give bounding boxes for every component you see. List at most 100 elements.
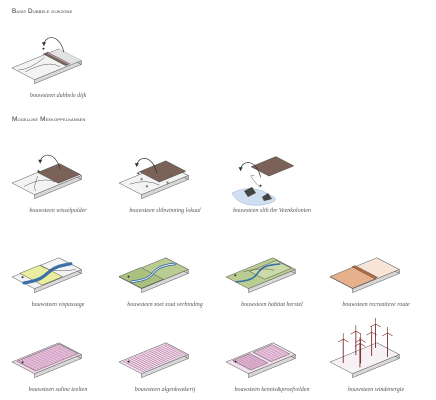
flow-arrow-head <box>134 163 139 168</box>
wind-turbine-blade <box>370 323 376 328</box>
wind-turbine-blade <box>375 323 381 328</box>
algae-line <box>139 354 161 366</box>
flow-arrow <box>136 158 158 174</box>
crop-row <box>18 360 38 372</box>
wind-turbine-blade <box>354 343 361 347</box>
algae-line <box>127 359 149 371</box>
crop-row <box>38 352 57 364</box>
tile-caption: bouwsteen wisselpolder <box>29 208 87 214</box>
north-marker: ✦ <box>233 273 237 279</box>
polder-field <box>37 163 81 184</box>
algae-line <box>153 348 175 360</box>
algae-line <box>144 352 165 364</box>
field-line <box>269 345 289 356</box>
tile-caption: bouwsteen saline teelten <box>28 387 88 393</box>
diagram-slibwinning: ✦ <box>118 158 189 200</box>
north-marker: ✦ <box>21 275 25 281</box>
tile-slib-veenkolonien: ✦ bouwsteen slib tbv Veenkolonien <box>222 143 322 219</box>
tile-caption: bouwsteen dubbele dijk <box>29 93 87 99</box>
diagram-habitat: ✦ <box>225 257 296 294</box>
wind-turbine-blade <box>387 332 393 337</box>
marker-cube <box>145 185 148 188</box>
algae-line <box>158 346 179 358</box>
north-marker: ✦ <box>36 169 40 175</box>
crop-row <box>29 356 49 367</box>
north-marker: ✦ <box>136 171 140 177</box>
wind-turbine-blade <box>359 343 366 347</box>
algae-line <box>148 350 170 362</box>
algae-line <box>137 355 158 367</box>
crop-row <box>54 345 74 357</box>
algae-line <box>132 357 154 369</box>
peat-island <box>262 193 272 201</box>
flow-arrow <box>240 162 261 178</box>
river-highlight <box>131 263 176 283</box>
crop-row <box>35 353 55 365</box>
tile-caption: bouwsteen algenkwekerij <box>134 387 196 393</box>
crop-row <box>46 349 66 360</box>
algae-line <box>165 343 186 355</box>
crop-row <box>57 344 77 356</box>
algae-line <box>146 351 168 363</box>
north-marker: ✦ <box>127 275 131 281</box>
tile-caption: bouwsteen slib tbv Veenkolonien <box>233 208 311 214</box>
test-field <box>252 344 291 362</box>
field-line <box>57 49 80 62</box>
crop-row <box>40 351 60 362</box>
flow-arrow-head <box>38 159 43 164</box>
field-line <box>262 348 281 359</box>
crop-row <box>24 358 43 369</box>
tile-saline: ✦ bouwsteen saline teelten <box>8 322 108 398</box>
tile-caption: bouwsteen vispassage <box>31 302 85 308</box>
crop-row <box>49 348 68 359</box>
contour <box>129 181 160 186</box>
tile-recreatie: bouwsteen recreatieve route <box>326 237 426 313</box>
tile-vispassage: ✦ bouwsteen vispassage <box>8 237 108 313</box>
algae-line <box>151 349 172 361</box>
inner-contour <box>24 63 61 73</box>
field-line <box>238 358 258 369</box>
tile-wind: bouwsteen windenergie <box>326 317 426 398</box>
contour <box>34 175 39 192</box>
wind-turbine-blade <box>355 330 362 335</box>
field-line <box>243 356 262 367</box>
diagram-dubbele-dijk: ✦ <box>11 37 82 85</box>
crop-row <box>43 350 63 361</box>
tile-habitat: ✦ bouwsteen habitat herstel <box>222 237 322 313</box>
tile-caption: bouwsteen zoet zout verbinding <box>127 302 203 308</box>
tile-caption: bouwsteen kennis&proefvelden <box>234 387 310 393</box>
north-marker: ✦ <box>258 183 262 189</box>
north-marker: ✦ <box>41 46 45 52</box>
base-slab-top <box>329 342 400 374</box>
wind-turbine-blade <box>350 330 356 335</box>
tile-caption: bouwsteen recreatieve route <box>342 302 410 308</box>
recreation-route <box>351 265 379 279</box>
section-heading-basis: Basis Dubbele dijkzone <box>12 8 73 15</box>
field-line <box>245 355 265 366</box>
diagram-zoet-zout: ✦ <box>118 257 189 294</box>
marker-cube <box>166 181 169 184</box>
diagram-saline: ✦ <box>11 342 82 379</box>
sediment-slab <box>250 156 295 177</box>
algae-line <box>125 360 147 372</box>
field-line <box>248 354 267 365</box>
field-line <box>53 50 77 63</box>
field-line <box>256 350 276 361</box>
habitat-zone <box>249 260 292 280</box>
field-line <box>254 351 273 362</box>
algae-line <box>141 353 163 365</box>
algae-line <box>130 358 151 370</box>
diagram-vispassage: ✦ <box>11 257 82 294</box>
sediment-block <box>138 160 187 183</box>
field-line <box>47 53 71 66</box>
flow-arrow-head <box>41 42 46 47</box>
contour <box>243 268 275 272</box>
north-marker: ✦ <box>21 360 25 366</box>
field-line <box>241 357 260 368</box>
algae-line <box>155 347 177 359</box>
tile-slibwinning: ✦ bouwsteen slibwinning lokaal <box>115 143 215 219</box>
field-line <box>259 349 278 360</box>
diagram-recreatie <box>329 257 400 294</box>
field-line <box>50 51 74 64</box>
diagram-wind <box>329 317 400 379</box>
